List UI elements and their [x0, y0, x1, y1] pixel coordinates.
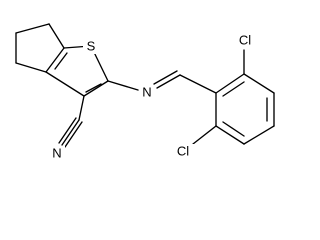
nitrile-bonds	[58, 95, 85, 148]
chlorine-bottom-atom-label: Cl	[177, 143, 189, 158]
bond-c2-c3-double-inner	[85, 83, 102, 93]
cyclopentane-ring-bonds	[15, 23, 50, 73]
chlorine-top-label-bg	[234, 32, 256, 48]
benzene-ring-bonds	[215, 73, 275, 145]
imine-bonds	[107, 70, 217, 94]
bond-c2-c3-double-outer	[83, 80, 109, 97]
chlorine-bonds	[192, 49, 245, 145]
bond-ch-aryl	[179, 74, 217, 94]
sulfur-label-bg	[83, 38, 99, 54]
nitrile-nitrogen-atom-label: N	[52, 145, 61, 160]
bond-ar4-ar5	[243, 125, 275, 145]
bond-c1-c2	[15, 23, 50, 34]
sulfur-atom-label: S	[87, 38, 96, 53]
bond-ar1-ar2	[215, 73, 245, 94]
bond-ar5-ar6	[215, 125, 245, 145]
nitrile-triple-2	[58, 117, 77, 144]
bond-ar6-cl-bottom	[192, 125, 217, 145]
bond-c2-n	[107, 80, 139, 91]
chlorine-bottom-label-bg	[172, 144, 194, 160]
bond-c5-c1	[48, 23, 65, 49]
imine-nitrogen-label-bg	[139, 85, 155, 101]
bond-c5-c4-fused	[45, 47, 65, 73]
bond-ar2-ar3	[243, 73, 275, 94]
molecule-structure-diagram: S N N Cl Cl	[15, 23, 275, 162]
bond-c3-cn	[78, 95, 85, 121]
nitrile-triple-3	[64, 121, 83, 148]
bond-ar5-ar6-inner	[222, 121, 245, 137]
imine-nitrogen-atom-label: N	[142, 84, 151, 99]
thiophene-ring-bonds	[45, 23, 109, 97]
bond-n-ch-double-1	[156, 74, 181, 89]
bond-c3-c4	[15, 62, 47, 73]
chlorine-top-atom-label: Cl	[239, 32, 251, 47]
bond-ar1-ar2-inner	[222, 81, 245, 97]
nitrile-triple-1	[61, 119, 80, 146]
bond-c4-c5-double-inner	[54, 52, 68, 70]
bond-n-ch-double-2	[153, 70, 178, 85]
bond-c3-c4	[45, 71, 85, 97]
nitrile-nitrogen-label-bg	[49, 146, 65, 162]
atom-labels: S N N Cl Cl	[49, 32, 256, 162]
